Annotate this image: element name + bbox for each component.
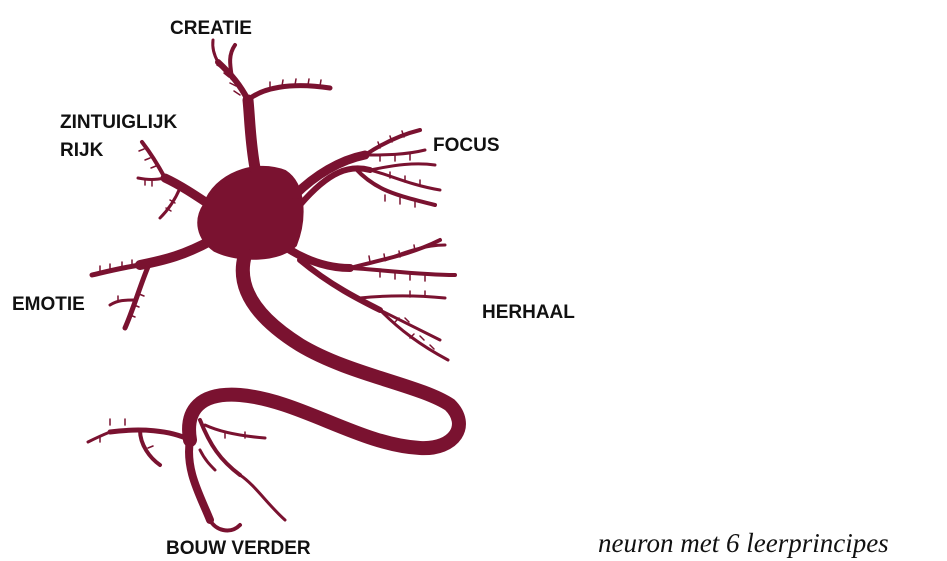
label-herhaal: HERHAAL (482, 302, 575, 324)
dendrite-creatie (213, 40, 330, 168)
label-bouw-verder: BOUW VERDER (166, 538, 311, 560)
label-zintuiglijk-line2: RIJK (60, 140, 103, 162)
label-emotie: EMOTIE (12, 294, 85, 316)
dendrite-herhaal (290, 240, 455, 360)
label-focus: FOCUS (433, 135, 500, 157)
label-creatie: CREATIE (170, 18, 252, 40)
label-zintuiglijk-line1: ZINTUIGLIJK (60, 112, 177, 134)
cell-body (199, 168, 301, 258)
dendrite-focus (295, 130, 440, 205)
dendrite-emotie (92, 240, 212, 328)
dendrite-zintuiglijk (138, 142, 210, 218)
diagram-caption: neuron met 6 leerprincipes (598, 528, 889, 559)
